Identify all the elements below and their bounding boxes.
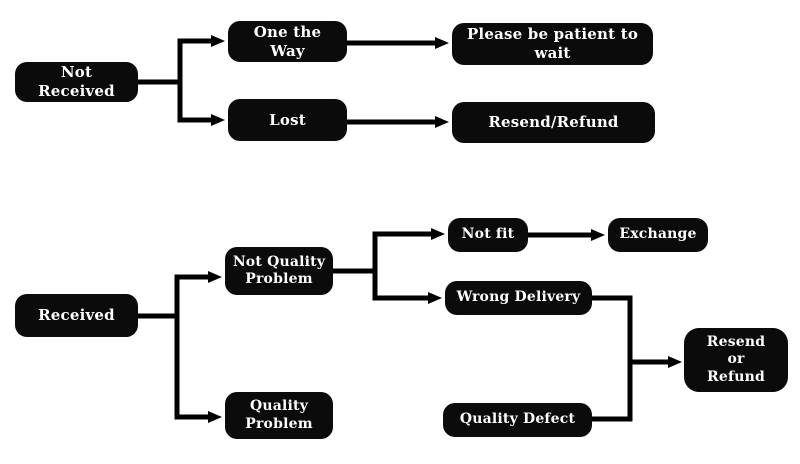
node-resend-or-refund: Resend or Refund [684,328,788,392]
node-quality-problem: Quality Problem [225,392,333,439]
node-lost: Lost [228,99,347,141]
node-one-the-way: One the Way [228,21,347,62]
node-received: Received [15,294,138,337]
node-please-be-patient: Please be patient to wait [452,23,653,65]
node-wrong-delivery: Wrong Delivery [445,281,592,315]
node-quality-defect: Quality Defect [443,403,592,437]
node-not-received: Not Received [15,62,138,102]
node-resend-refund: Resend/Refund [452,102,655,143]
node-exchange: Exchange [608,218,708,252]
node-not-quality-problem: Not Quality Problem [225,247,333,295]
node-not-fit: Not fit [448,218,528,252]
